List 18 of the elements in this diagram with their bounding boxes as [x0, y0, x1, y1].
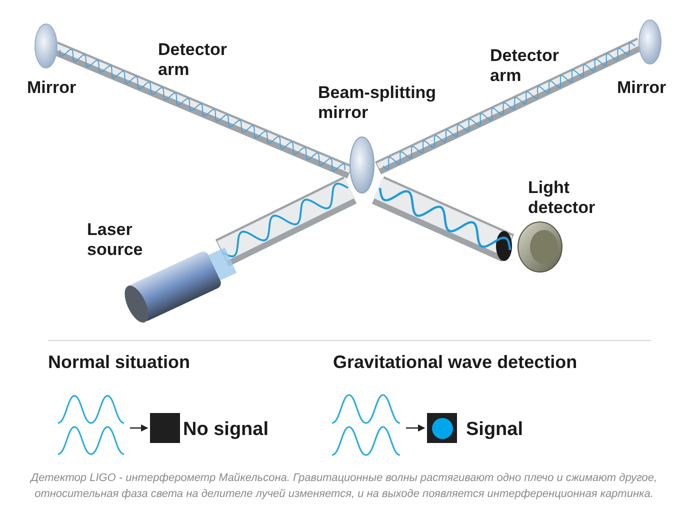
part-label: Beam-splitting mirror	[318, 83, 438, 122]
caption: Детектор LIGO - интерферометр Майкельсона. Гравитационные волны растягивают одно плечо и сжимают другое, относительная фаза света на делителе лучей изменяется, и на выходе появляется интерференционная картинка.	[29, 471, 658, 502]
arrow	[406, 424, 426, 432]
part-label: Detector arm	[158, 40, 228, 80]
section-heading: Gravitational wave detection	[333, 352, 578, 373]
part-label: Laser source	[87, 220, 144, 260]
part-label: Mirror	[617, 78, 668, 98]
light-waves-drawing	[56, 393, 126, 457]
part-label: Detector arm	[490, 46, 560, 86]
part-label: Mirror	[27, 78, 78, 98]
light-waves-drawing	[330, 393, 402, 457]
arrow	[130, 424, 148, 432]
lit-detector-square	[427, 413, 457, 443]
signal-label: No signal	[183, 418, 269, 442]
dark-detector-square	[150, 413, 180, 443]
section-heading: Normal situation	[48, 352, 192, 373]
part-label: Light detector	[528, 178, 596, 218]
signal-label: Signal	[466, 418, 524, 442]
